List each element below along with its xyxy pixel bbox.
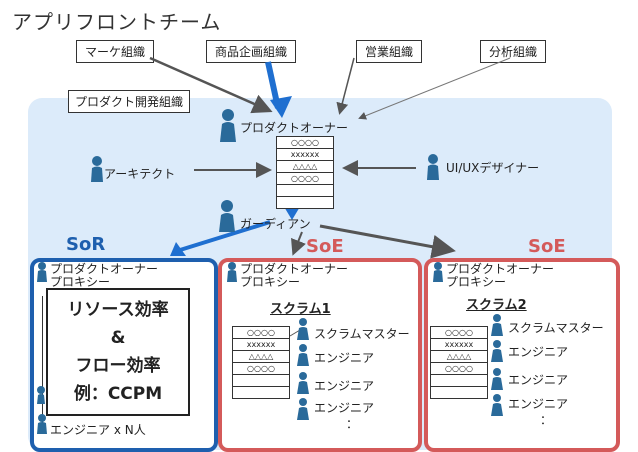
soe2-title: SoE xyxy=(528,236,566,257)
arrow-guardian-to-soe2 xyxy=(319,224,456,259)
callout-line: & xyxy=(110,328,126,348)
soe1-scrum-title: スクラム1 xyxy=(270,302,331,317)
person-icon xyxy=(432,262,444,286)
person-icon xyxy=(490,368,504,394)
soe1-panel xyxy=(218,258,422,452)
product-owner-label: プロダクトオーナー xyxy=(240,121,349,135)
backlog-row: ○○○○ xyxy=(277,137,333,149)
backlog-row: xxxxxx xyxy=(233,339,289,351)
org-analytics: 分析組織 xyxy=(480,40,547,63)
soe2-proxy-line2: プロキシー xyxy=(446,275,507,289)
soe2-proxy-line1: プロダクトオーナー xyxy=(446,262,555,276)
guardian-label: ガーディアン xyxy=(240,217,311,231)
backlog-row xyxy=(233,375,289,387)
person-icon xyxy=(296,344,310,370)
soe1-title: SoE xyxy=(306,236,344,257)
soe1-engineer-1: エンジニア xyxy=(314,351,375,365)
backlog-row: △△△△ xyxy=(431,351,487,363)
architect-label: アーキテクト xyxy=(104,167,176,181)
arrow-guardian-to-sor xyxy=(179,220,271,252)
org-product-dev: プロダクト開発組織 xyxy=(68,90,191,113)
backlog-row xyxy=(431,387,487,398)
person-icon xyxy=(296,372,310,398)
backlog-row xyxy=(277,185,333,197)
backlog-row: xxxxxx xyxy=(277,149,333,161)
person-icon xyxy=(490,314,504,340)
soe2-backlog: ○○○○ xxxxxx △△△△ ○○○○ xyxy=(430,326,488,399)
person-icon xyxy=(36,414,48,438)
soe1-scrum-master: スクラムマスター xyxy=(314,327,410,341)
sor-backlog-edge xyxy=(42,296,47,426)
soe1-engineer-3: エンジニア xyxy=(314,401,375,415)
org-sales: 営業組織 xyxy=(356,40,423,63)
person-icon xyxy=(36,386,46,408)
sor-engineers-label: エンジニア x N人 xyxy=(50,423,146,437)
sor-title: SoR xyxy=(66,234,106,255)
product-backlog: ○○○○ xxxxxx △△△△ ○○○○ xyxy=(276,136,334,209)
org-marketing: マーケ組織 xyxy=(76,40,155,63)
soe1-ellipsis: ： xyxy=(346,417,359,431)
backlog-row: ○○○○ xyxy=(431,363,487,375)
sor-callout: リソース効率 & フロー効率 例：CCPM xyxy=(46,288,190,416)
backlog-row: ○○○○ xyxy=(233,327,289,339)
sor-proxy-line1: プロダクトオーナー xyxy=(50,262,159,276)
arrow-marketing-to-po xyxy=(149,56,273,114)
soe2-scrum-master: スクラムマスター xyxy=(508,321,604,335)
soe1-engineer-2: エンジニア xyxy=(314,379,375,393)
backlog-row xyxy=(233,387,289,398)
soe2-engineer-2: エンジニア xyxy=(508,373,569,387)
person-icon xyxy=(296,318,310,344)
person-icon xyxy=(216,108,240,146)
person-icon xyxy=(424,154,442,184)
person-icon xyxy=(216,200,238,236)
arrow-guardian-to-soe1 xyxy=(291,231,306,256)
page-title: アプリフロントチーム xyxy=(12,10,222,34)
soe2-scrum-title: スクラム2 xyxy=(466,298,527,313)
person-icon xyxy=(490,340,504,366)
soe2-engineer-1: エンジニア xyxy=(508,345,569,359)
soe1-proxy-line1: プロダクトオーナー xyxy=(240,262,349,276)
backlog-row: xxxxxx xyxy=(431,339,487,351)
backlog-row: △△△△ xyxy=(277,161,333,173)
soe2-ellipsis: ： xyxy=(540,413,553,427)
arrow-analytics-to-po xyxy=(358,57,511,120)
ux-designer-label: UI/UXデザイナー xyxy=(446,161,540,175)
backlog-row: ○○○○ xyxy=(277,173,333,185)
org-product-planning: 商品企画組織 xyxy=(206,40,297,63)
soe2-engineer-3: エンジニア xyxy=(508,397,569,411)
backlog-row xyxy=(431,375,487,387)
arrow-sales-to-po xyxy=(336,57,355,115)
callout-line: リソース効率 xyxy=(67,300,169,320)
person-icon xyxy=(226,262,238,286)
person-icon xyxy=(36,262,48,286)
soe1-proxy-line2: プロキシー xyxy=(240,275,301,289)
person-icon xyxy=(88,156,106,186)
backlog-row xyxy=(277,197,333,208)
person-icon xyxy=(296,398,310,424)
backlog-row: △△△△ xyxy=(233,351,289,363)
callout-line: フロー効率 xyxy=(75,356,161,376)
soe1-backlog: ○○○○ xxxxxx △△△△ ○○○○ xyxy=(232,326,290,399)
callout-line: 例：CCPM xyxy=(73,384,163,404)
person-icon xyxy=(490,394,504,420)
backlog-row: ○○○○ xyxy=(233,363,289,375)
sor-proxy-line2: プロキシー xyxy=(50,275,111,289)
backlog-row: ○○○○ xyxy=(431,327,487,339)
